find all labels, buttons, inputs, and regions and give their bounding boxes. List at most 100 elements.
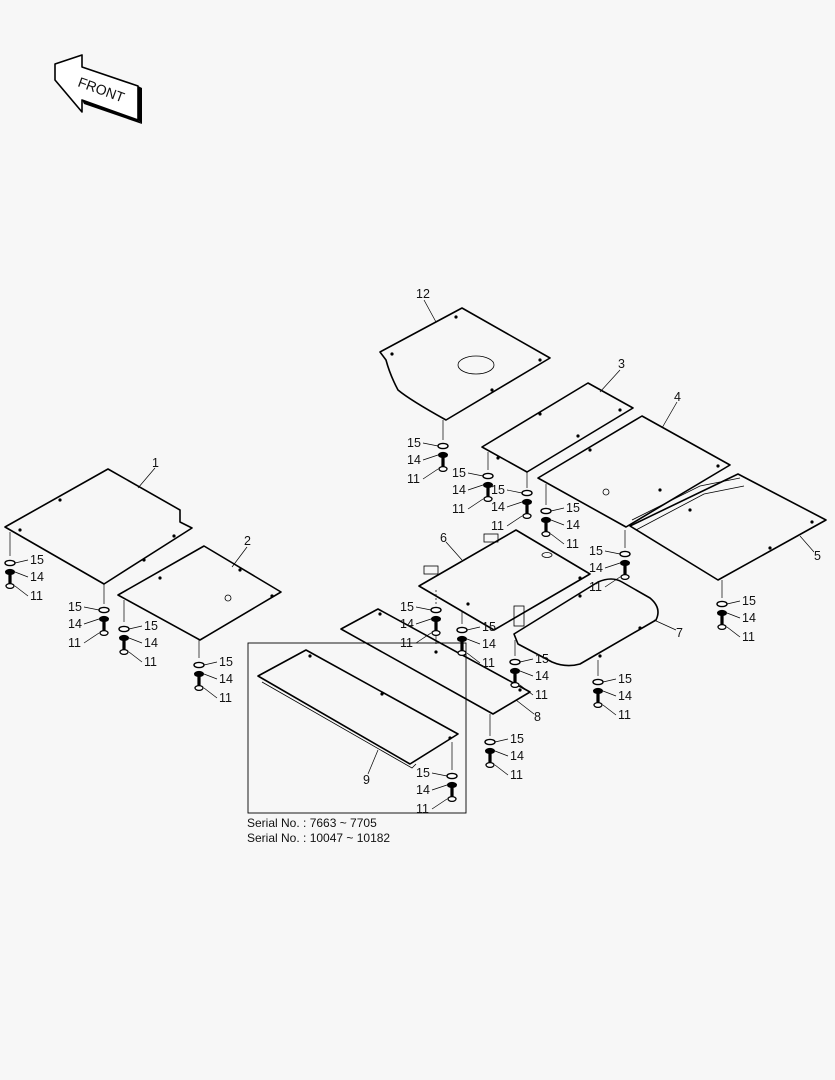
bolt-11-head (431, 629, 441, 637)
washer-14-shape (99, 615, 109, 623)
callout-bolt-11: 11 (589, 580, 602, 594)
hardware-leader (128, 625, 143, 630)
washer-15-shape (592, 678, 604, 686)
part-9-plate (257, 649, 459, 770)
hardware-leader (602, 690, 617, 697)
hardware-leader (506, 515, 523, 527)
callout-bolt-11: 11 (452, 502, 465, 516)
hardware-leader (128, 651, 143, 663)
washer-15-shape (430, 606, 442, 614)
washer-15-shape (118, 625, 130, 633)
washer-14-shape (194, 670, 204, 678)
serial-variant-box (247, 642, 467, 814)
callout-part-6: 6 (440, 531, 447, 545)
callout-washer-14: 14 (452, 483, 466, 497)
callout-bolt-11: 11 (566, 537, 579, 551)
callout-washer-15: 15 (491, 483, 505, 497)
washer-15-shape (619, 550, 631, 558)
callout-washer-15: 15 (416, 766, 430, 780)
hardware-leader (604, 550, 621, 555)
hardware-leader (83, 618, 100, 625)
washer-15-shape (437, 442, 449, 450)
washer-14-shape (483, 481, 493, 489)
hardware-leader (494, 750, 509, 757)
callout-washer-15: 15 (30, 553, 44, 567)
callout-washer-15: 15 (219, 655, 233, 669)
hardware-leader (14, 559, 29, 564)
callout-bolt-11: 11 (618, 708, 631, 722)
serial-notes: Serial No. : 7663 ~ 7705 Serial No. : 10… (247, 816, 390, 845)
bolt-11-shank (544, 523, 548, 532)
part-7-plate (513, 578, 659, 676)
callout-washer-15: 15 (589, 544, 603, 558)
washer-14-shape (447, 781, 457, 789)
part-1-plate (4, 468, 193, 604)
callout-bolt-11: 11 (510, 768, 523, 782)
hardware-leader (128, 637, 143, 644)
bolt-11-shank (460, 642, 464, 651)
callout-bolt-11: 11 (416, 802, 429, 816)
washer-15-shape (521, 489, 533, 497)
hardware-leader (431, 798, 448, 810)
washer-14-shape (593, 687, 603, 695)
bolt-11-shank (720, 616, 724, 625)
bolt-11-shank (102, 622, 106, 631)
hardware-leader (726, 600, 741, 605)
callout-washer-14: 14 (482, 637, 496, 651)
callout-bolt-11: 11 (407, 472, 420, 486)
serial-note-2: Serial No. : 10047 ~ 10182 (247, 831, 390, 845)
part-callout-leaders (137, 299, 815, 775)
hardware-leader (602, 678, 617, 683)
hardware-leader (203, 661, 218, 666)
hardware-leader (466, 626, 481, 631)
callout-bolt-11: 11 (482, 656, 495, 670)
callout-washer-14: 14 (535, 669, 549, 683)
hardware-leader (14, 571, 29, 578)
callout-bolt-11: 11 (144, 655, 157, 669)
hardware-leader (726, 612, 741, 619)
callout-part-1: 1 (152, 456, 159, 470)
bolt-11-shank (525, 505, 529, 514)
bolt-11-head (593, 701, 603, 709)
callout-part-7: 7 (676, 626, 683, 640)
callout-bolt-11: 11 (68, 636, 81, 650)
callout-washer-15: 15 (144, 619, 158, 633)
bolt-11-shank (486, 488, 490, 497)
bolt-11-shank (488, 754, 492, 763)
callout-washer-15: 15 (618, 672, 632, 686)
washer-15-shape (484, 738, 496, 746)
callout-bolt-11: 11 (30, 589, 43, 603)
callout-bolt-11: 11 (742, 630, 755, 644)
hardware-leader (422, 454, 439, 461)
callout-bolt-11: 11 (535, 688, 548, 702)
callout-washer-14: 14 (510, 749, 524, 763)
hardware-leader (519, 684, 534, 696)
hardware-leader (604, 562, 621, 569)
callout-washer-15: 15 (482, 620, 496, 634)
hardware-leader (519, 658, 534, 663)
washer-15-shape (716, 600, 728, 608)
bolt-11-shank (441, 458, 445, 467)
hardware-leader (203, 687, 218, 699)
washer-15-shape (98, 606, 110, 614)
hardware-leader (203, 673, 218, 680)
callout-washer-15: 15 (535, 652, 549, 666)
washer-14-shape (431, 615, 441, 623)
washer-14-shape (457, 635, 467, 643)
part-3-plate (481, 382, 634, 488)
callout-washer-14: 14 (618, 689, 632, 703)
callout-washer-14: 14 (219, 672, 233, 686)
bolt-11-head (485, 761, 495, 769)
hardware-leader (602, 704, 617, 716)
bolt-11-head (717, 623, 727, 631)
bolt-11-shank (8, 575, 12, 584)
bolt-11-head (194, 684, 204, 692)
hardware-leader (506, 501, 523, 508)
hardware-leader (550, 533, 565, 545)
